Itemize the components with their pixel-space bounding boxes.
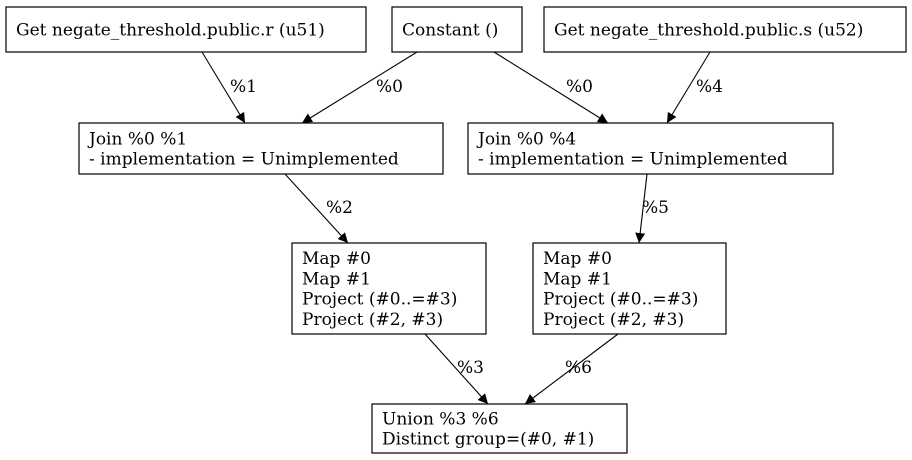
edge-arrow: [301, 51, 418, 124]
node-label-line: Map #1: [543, 269, 612, 289]
edge-label: %4: [696, 77, 723, 97]
edge-arrow: [666, 51, 711, 124]
node-get-s: Get negate_threshold.public.s (u52): [543, 6, 907, 53]
edge-label: %6: [565, 358, 592, 378]
edge-label: %3: [457, 358, 484, 378]
node-label-line: - implementation = Unimplemented: [89, 150, 399, 170]
node-join-right: Join %0 %4- implementation = Unimplement…: [467, 122, 834, 175]
edge-constant-to-join-left: %0: [301, 51, 418, 124]
edge-label: %2: [326, 198, 353, 218]
edge-arrow: [493, 51, 609, 124]
edge-arrow: [424, 333, 489, 405]
node-label-line: Project (#0..=#3): [543, 290, 698, 310]
node-label-line: Map #0: [543, 249, 612, 269]
edge-join-right-to-map-right: %5: [635, 173, 669, 244]
node-constant: Constant (): [391, 6, 523, 53]
edge-map-right-to-union: %6: [524, 333, 619, 405]
edge-label: %1: [230, 77, 257, 97]
node-label-line: Union %3 %6: [382, 409, 499, 429]
node-join-left: Join %0 %1- implementation = Unimplement…: [78, 122, 444, 175]
node-label-line: Get negate_threshold.public.r (u51): [16, 21, 325, 41]
edge-get-s-to-join-right: %4: [666, 51, 723, 124]
edge-arrow: [284, 173, 349, 244]
node-box: [467, 122, 834, 175]
node-get-r: Get negate_threshold.public.r (u51): [5, 6, 367, 53]
edge-label: %0: [566, 77, 593, 97]
node-label-line: Project (#0..=#3): [302, 290, 457, 310]
node-box: [5, 6, 367, 53]
edge-constant-to-join-right: %0: [493, 51, 609, 124]
node-box: [291, 242, 487, 335]
node-box: [371, 403, 628, 454]
node-label-line: Join %0 %1: [87, 129, 187, 149]
node-label-line: Constant (): [402, 21, 498, 41]
node-label-line: Distinct group=(#0, #1): [382, 430, 594, 450]
node-label-line: Project (#2, #3): [302, 310, 443, 330]
edge-arrow: [635, 173, 648, 244]
edge-label: %0: [376, 77, 403, 97]
node-box: [391, 6, 523, 53]
node-label-line: Project (#2, #3): [543, 310, 684, 330]
node-label-line: Get negate_threshold.public.s (u52): [554, 21, 863, 41]
edge-join-left-to-map-left: %2: [284, 173, 353, 244]
node-label-line: Map #0: [302, 249, 371, 269]
edge-label: %5: [642, 198, 669, 218]
node-box: [78, 122, 444, 175]
node-box: [543, 6, 907, 53]
edge-get-r-to-join-left: %1: [201, 51, 257, 124]
edge-arrow: [524, 333, 619, 405]
edge-map-left-to-union: %3: [424, 333, 489, 405]
node-box: [532, 242, 727, 335]
node-label-line: Map #1: [302, 269, 371, 289]
node-label-line: - implementation = Unimplemented: [478, 150, 788, 170]
node-label-line: Join %0 %4: [476, 129, 576, 149]
edge-arrow: [201, 51, 246, 124]
